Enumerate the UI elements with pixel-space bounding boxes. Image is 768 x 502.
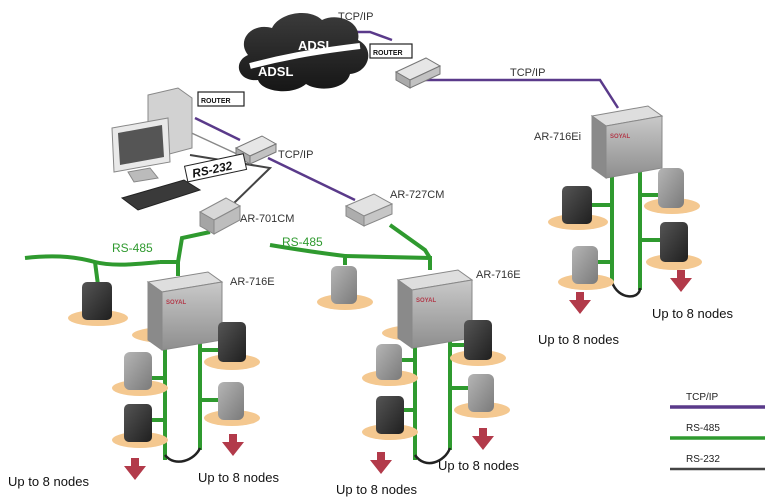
tcpip-label-top: TCP/IP (338, 11, 373, 23)
readers-mid (317, 266, 510, 440)
nodes-label-mid-1: Up to 8 nodes (336, 482, 417, 497)
proximity-reader-icon (317, 266, 373, 310)
proximity-reader-icon (362, 344, 418, 386)
cloud-label-top: ADSL (298, 38, 333, 53)
rs485-lines (24, 168, 665, 460)
ar701cm-converter (198, 197, 242, 235)
readers-right (548, 168, 702, 290)
legend: TCP/IP RS-485 RS-232 (670, 392, 765, 471)
router-right-label: ROUTER (373, 50, 403, 57)
down-arrow-icon (472, 428, 494, 450)
rs485-label-mid: RS-485 (282, 235, 323, 249)
tcpip-link-right (420, 78, 620, 109)
proximity-reader-icon (204, 382, 260, 426)
legend-item-tcpip: TCP/IP (670, 392, 765, 409)
controller-brand-right: SOYAL (610, 134, 630, 140)
controller-ar716e-mid: SOYAL (382, 269, 478, 349)
controller-brand-mid: SOYAL (416, 298, 436, 304)
legend-label-rs485: RS-485 (686, 423, 720, 434)
rs232-label: RS-232 (191, 158, 234, 180)
down-arrow-icon (670, 270, 692, 292)
legend-item-rs485: RS-485 (670, 423, 765, 440)
ar727cm-label: AR-727CM (390, 189, 444, 201)
nodes-label-right-1: Up to 8 nodes (538, 332, 619, 347)
tcpip-lines (194, 30, 620, 202)
ar716ei-label: AR-716Ei (534, 131, 581, 143)
ar701cm-label: AR-701CM (240, 213, 294, 225)
rs485-label-left: RS-485 (112, 241, 153, 255)
keypad-reader-icon (450, 320, 506, 366)
nodes-label-left-1: Up to 8 nodes (8, 474, 89, 489)
tcpip-label-mid: TCP/IP (278, 149, 313, 161)
nodes-label-right-2: Up to 8 nodes (652, 306, 733, 321)
down-arrow-icon (124, 458, 146, 480)
keypad-reader-icon (204, 322, 260, 370)
ar716e-mid-label: AR-716E (476, 269, 521, 281)
proximity-reader-icon (112, 352, 168, 396)
computer-icon (111, 87, 202, 211)
tcpip-link-hub-727 (267, 156, 356, 202)
ar727cm-converter (344, 193, 394, 227)
network-switch-right (394, 57, 442, 89)
controller-brand-left: SOYAL (166, 300, 186, 306)
router-left-label: ROUTER (201, 98, 231, 105)
readers-left (68, 282, 260, 448)
proximity-reader-icon (558, 246, 614, 290)
ar716e-left-label: AR-716E (230, 276, 275, 288)
nodes-label-left-2: Up to 8 nodes (198, 470, 279, 485)
down-arrow-icon (370, 452, 392, 474)
router-right: ROUTER (369, 43, 413, 59)
legend-label-tcpip: TCP/IP (686, 392, 719, 403)
tcpip-label-right: TCP/IP (510, 67, 545, 79)
legend-label-rs232: RS-232 (686, 454, 720, 465)
controller-ar716ei-right: SOYAL (590, 105, 664, 179)
keypad-reader-icon (112, 404, 168, 448)
proximity-reader-icon (454, 374, 510, 418)
adsl-cloud: ADSL ADSL (238, 13, 369, 92)
black-cables (164, 281, 642, 465)
proximity-reader-icon (644, 168, 700, 214)
expansion-arrows (124, 270, 692, 480)
rs232-label-box: RS-232 (183, 153, 248, 183)
cloud-label-bottom: ADSL (258, 64, 293, 79)
legend-item-rs232: RS-232 (670, 454, 765, 471)
down-arrow-icon (569, 292, 591, 314)
tcpip-link-pc-hub (194, 116, 241, 142)
keypad-reader-icon (362, 396, 418, 440)
keypad-reader-icon (646, 222, 702, 270)
down-arrow-icon (222, 434, 244, 456)
nodes-label-mid-2: Up to 8 nodes (438, 458, 519, 473)
keypad-reader-icon (68, 282, 128, 326)
keypad-reader-icon (548, 186, 608, 230)
controller-ar716e-left: SOYAL (132, 271, 228, 351)
router-left: ROUTER (197, 91, 245, 107)
